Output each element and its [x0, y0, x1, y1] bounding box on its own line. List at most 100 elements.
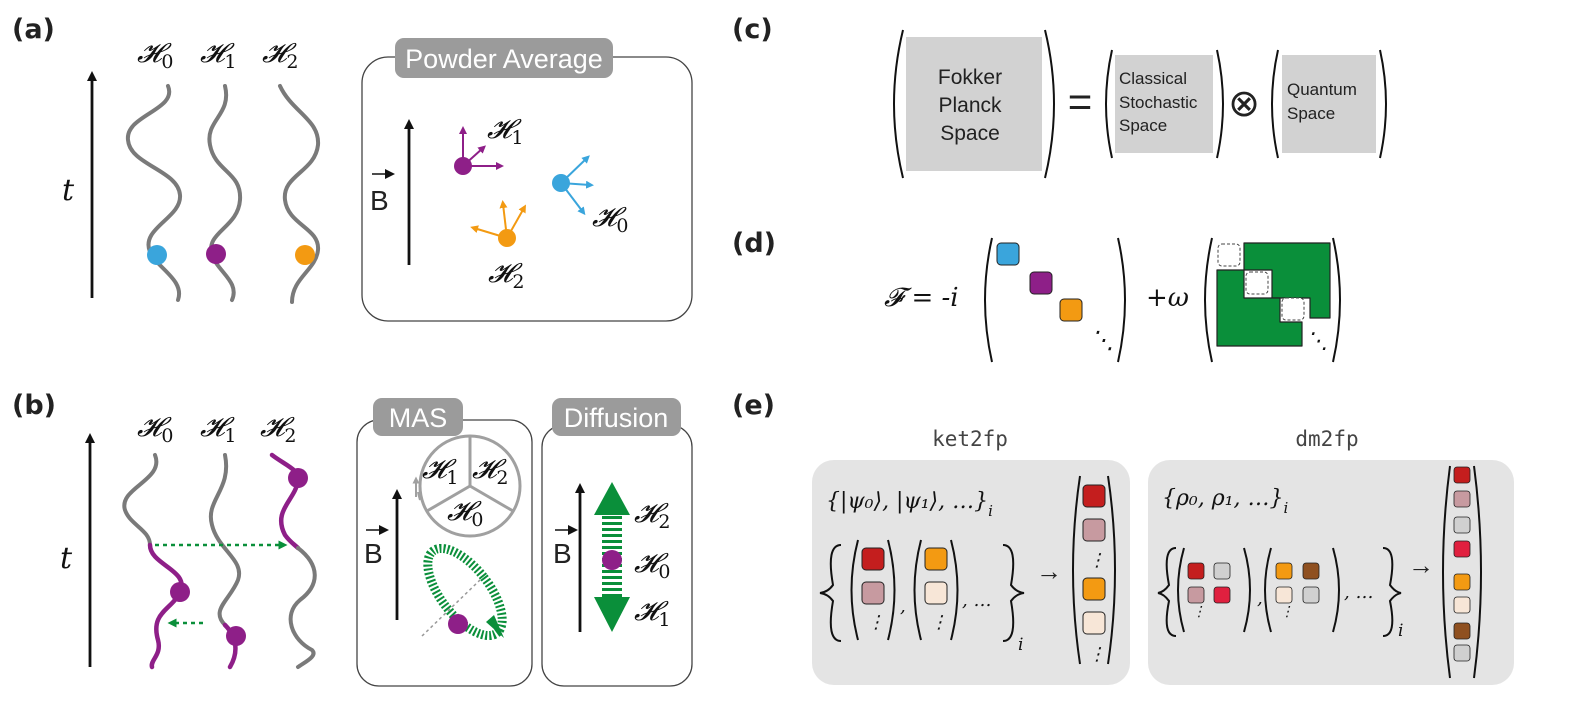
svg-text:𝓗0: 𝓗0 — [137, 38, 173, 73]
dm2fp-title: dm2fp — [1295, 427, 1358, 451]
quantum-space-matrix — [1271, 49, 1387, 159]
diag-dots: ⋱ — [1090, 326, 1114, 354]
fp-line-2: Planck — [938, 94, 1002, 117]
pie-sub-h0: 0 — [471, 509, 483, 531]
fp-line-1: Fokker — [938, 66, 1002, 89]
mas-rotation-ellipse — [421, 543, 507, 641]
field-label-diffusion: B — [553, 538, 572, 569]
svg-text:𝓗2: 𝓗2 — [634, 498, 670, 533]
dm-vdots-2: ⋮ — [1280, 604, 1294, 620]
dm-fp-vector — [1442, 465, 1482, 679]
diffusion-arrow — [594, 482, 630, 632]
diagonal-matrix — [984, 237, 1126, 363]
ket-comma-dots: , … — [962, 590, 991, 611]
panel-label-d: (d) — [732, 228, 776, 259]
h-sub-b2: 2 — [284, 425, 296, 447]
ket-fp-vdots-1: ⋮ — [1088, 550, 1106, 571]
svg-text:𝓗0: 𝓗0 — [137, 412, 173, 447]
fokker-planck-matrix — [893, 29, 1055, 179]
dm-index: i — [1398, 621, 1403, 641]
offdiag-dots: ⋱ — [1306, 329, 1328, 354]
panel-label-a: (a) — [12, 14, 55, 45]
quantum-line-2: Space — [1287, 104, 1335, 123]
tensor-product-sign: ⊗ — [1228, 83, 1260, 125]
svg-text:𝓗2: 𝓗2 — [472, 454, 508, 489]
trajectory-wave-a0 — [125, 84, 182, 302]
dm-vdots-1: ⋮ — [1192, 604, 1206, 620]
hamiltonian-labels-a: 𝓗0 𝓗1 𝓗2 — [137, 38, 298, 73]
state-dot-orange-a — [295, 245, 315, 265]
time-label-a: t — [62, 173, 75, 208]
svg-text:𝓗1: 𝓗1 — [634, 596, 670, 631]
trajectory-wave-b0 — [122, 453, 159, 547]
classical-line-2: Stochastic — [1119, 93, 1198, 112]
svg-text:𝓗1: 𝓗1 — [200, 38, 236, 73]
trajectory-wave-b2 — [288, 546, 317, 669]
ket-fp-vector — [1072, 475, 1116, 665]
spin-vector-h2 — [470, 200, 526, 247]
dm-set-sub: i — [1283, 499, 1288, 517]
dm-comma-dots: , … — [1344, 582, 1373, 603]
plus-omega: +ω — [1146, 283, 1189, 313]
dm2fp-panel — [1148, 460, 1514, 685]
state-dot-b0 — [170, 582, 190, 602]
vec-sub-h0: 0 — [616, 215, 628, 237]
spin-vector-h0 — [552, 155, 594, 216]
field-label-a: B — [370, 185, 389, 216]
field-label-mas: B — [364, 538, 383, 569]
spin-vector-h1 — [454, 126, 504, 175]
diffusion-tag — [552, 398, 681, 436]
mas-tag — [373, 398, 463, 436]
rotor-pie — [412, 434, 522, 538]
ket-list — [819, 539, 1025, 642]
trajectory-wave-b2-purple — [269, 452, 301, 551]
diff-sub-h1: 1 — [658, 609, 670, 631]
h-sub-b1: 1 — [224, 425, 236, 447]
ket-set-sub: i — [988, 502, 993, 520]
panel-label-b: (b) — [12, 390, 56, 421]
trajectory-wave-b1 — [208, 453, 242, 627]
operator-lhs: 𝓕 = -i — [884, 283, 959, 313]
h-sub-a1: 1 — [224, 51, 236, 73]
vec-sub-h2: 2 — [512, 271, 524, 293]
classical-space-matrix — [1105, 49, 1224, 159]
h-sub-b0: 0 — [161, 425, 173, 447]
ket-vdots-1: ⋮ — [867, 612, 885, 633]
dm-arrow: → — [1408, 550, 1434, 580]
ket2fp-title: ket2fp — [932, 427, 1008, 451]
hamiltonian-labels-b: 𝓗0 𝓗1 𝓗2 — [137, 412, 296, 447]
offdiagonal-matrix — [1204, 237, 1341, 363]
powder-average-tag — [395, 38, 613, 78]
time-label-b: t — [60, 541, 73, 576]
vec-sub-h1: 1 — [511, 127, 523, 149]
trajectory-wave-a1 — [207, 84, 243, 302]
svg-text:𝓗1: 𝓗1 — [200, 412, 236, 447]
state-dot-purple-a — [206, 244, 226, 264]
diff-sub-h0: 0 — [658, 561, 670, 583]
ket-arrow: → — [1036, 556, 1062, 586]
ket-index: i — [1018, 635, 1023, 655]
powder-average-box — [361, 56, 693, 322]
state-dot-blue-a — [147, 245, 167, 265]
ket-set: {|ψ₀⟩, |ψ₁⟩, …} — [826, 489, 988, 514]
classical-line-3: Space — [1119, 116, 1167, 135]
dm-set: {ρ₀, ρ₁, …} — [1162, 486, 1283, 511]
trajectory-wave-a2 — [278, 84, 321, 304]
h-sub-a0: 0 — [161, 51, 173, 73]
powder-average-title: Powder Average — [405, 44, 603, 74]
pie-sub-h1: 1 — [446, 467, 458, 489]
quantum-line-1: Quantum — [1287, 80, 1357, 99]
diff-sub-h2: 2 — [658, 511, 670, 533]
fp-line-3: Space — [940, 122, 1000, 145]
state-dot-b2 — [288, 468, 308, 488]
svg-text:{|ψ₀⟩, |ψ₁⟩, …}i: {|ψ₀⟩, |ψ₁⟩, …}i — [826, 489, 993, 520]
panel-label-e: (e) — [732, 390, 775, 421]
classical-line-1: Classical — [1119, 69, 1187, 88]
ket-fp-vdots-2: ⋮ — [1088, 644, 1106, 665]
svg-text:𝓗2: 𝓗2 — [262, 38, 298, 73]
h-sub-a2: 2 — [286, 51, 298, 73]
panel-label-c: (c) — [732, 14, 773, 45]
svg-text:{ρ₀, ρ₁, …}i: {ρ₀, ρ₁, …}i — [1162, 486, 1288, 517]
ket-comma: , — [900, 596, 906, 617]
